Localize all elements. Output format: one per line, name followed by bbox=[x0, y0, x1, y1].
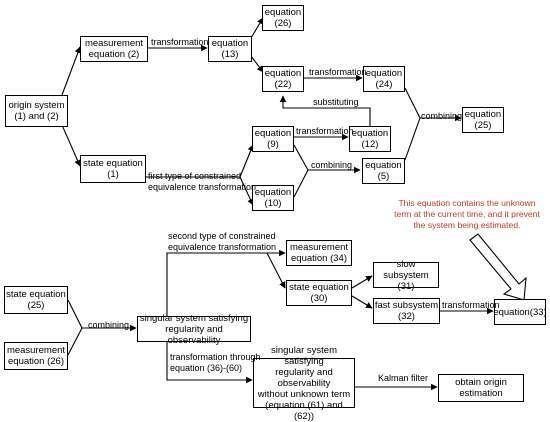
arrow-eq12-substituting bbox=[279, 95, 371, 126]
label-kalman: Kalman filter bbox=[378, 373, 429, 383]
arrow-origin-to-measurement bbox=[61, 46, 82, 96]
equation-22-box: equation(22) bbox=[262, 66, 304, 92]
arrow-eq13-to-eq22 bbox=[250, 55, 264, 73]
note-unknown-term: This equation contains the unknown term … bbox=[394, 198, 540, 230]
label-transformation-4: transformation bbox=[442, 300, 500, 310]
fast-subsystem-box: fast subsystem(32) bbox=[373, 298, 440, 324]
arrow-state30-to-slow bbox=[351, 275, 373, 289]
note-arrow bbox=[469, 233, 527, 301]
arrow-singular-to-measurement34 bbox=[166, 249, 286, 316]
arrow-fork-to-eq9 bbox=[239, 144, 254, 178]
label-through-2: equation (36)-(60) bbox=[170, 363, 243, 373]
label-combining-1: combining bbox=[421, 111, 463, 121]
equation-13-box: equation(13) bbox=[208, 36, 252, 62]
line-eq5-combine bbox=[404, 117, 421, 161]
label-through-1: transformation through bbox=[170, 352, 261, 362]
line-eq9-combine bbox=[293, 144, 309, 171]
label-first-type-2: equivalence transformation bbox=[148, 182, 257, 192]
line-measurement26-combine bbox=[67, 327, 83, 356]
state-equation-25-box: state equation(25) bbox=[4, 286, 68, 314]
label-transformation-3: transformation bbox=[296, 126, 354, 136]
label-second-type-2: equivalence transformation bbox=[168, 242, 277, 252]
line-state25-combine bbox=[67, 299, 83, 329]
label-second-type-1: second type of constrained bbox=[168, 231, 276, 241]
slow-subsystem-box: slow subsystem(31) bbox=[373, 259, 439, 292]
state-equation-30-box: state equation(30) bbox=[286, 280, 352, 306]
label-combining-2: combining bbox=[311, 160, 353, 170]
equation-9-box: equation(9) bbox=[252, 126, 294, 152]
equation-5-box: equation(5) bbox=[362, 158, 405, 184]
equation-12-box: equation(12) bbox=[349, 126, 391, 152]
arrow-fork-to-eq10 bbox=[239, 176, 254, 206]
label-first-type-1: first type of constrained bbox=[148, 171, 242, 181]
label-transformation-1: transformation bbox=[151, 37, 209, 47]
state-equation-1-box: state equation(1) bbox=[80, 155, 146, 183]
label-transformation-2: transformation bbox=[309, 67, 367, 77]
line-eq10-combine bbox=[293, 169, 309, 198]
arrow-singular-to-bottom bbox=[166, 341, 253, 384]
label-combining-3: combining bbox=[88, 320, 130, 330]
arrow-eq13-to-eq26 bbox=[250, 17, 264, 39]
line-eq24-combine bbox=[404, 87, 421, 119]
equation-26-box: equation(26) bbox=[262, 5, 304, 31]
origin-system-box: origin system(1) and (2) bbox=[5, 95, 68, 127]
arrow-state30-to-fast bbox=[351, 295, 373, 309]
arrow-origin-to-state bbox=[61, 124, 81, 167]
equation-24-box: equation(24) bbox=[363, 66, 405, 92]
label-substituting: substituting bbox=[313, 97, 359, 107]
equation-25-top-box: equation(25) bbox=[462, 107, 504, 133]
equation-33-box: equation(33) bbox=[493, 299, 547, 325]
arrow-fork-to-state30 bbox=[266, 252, 286, 289]
equation-10-box: equation(10) bbox=[252, 185, 294, 211]
